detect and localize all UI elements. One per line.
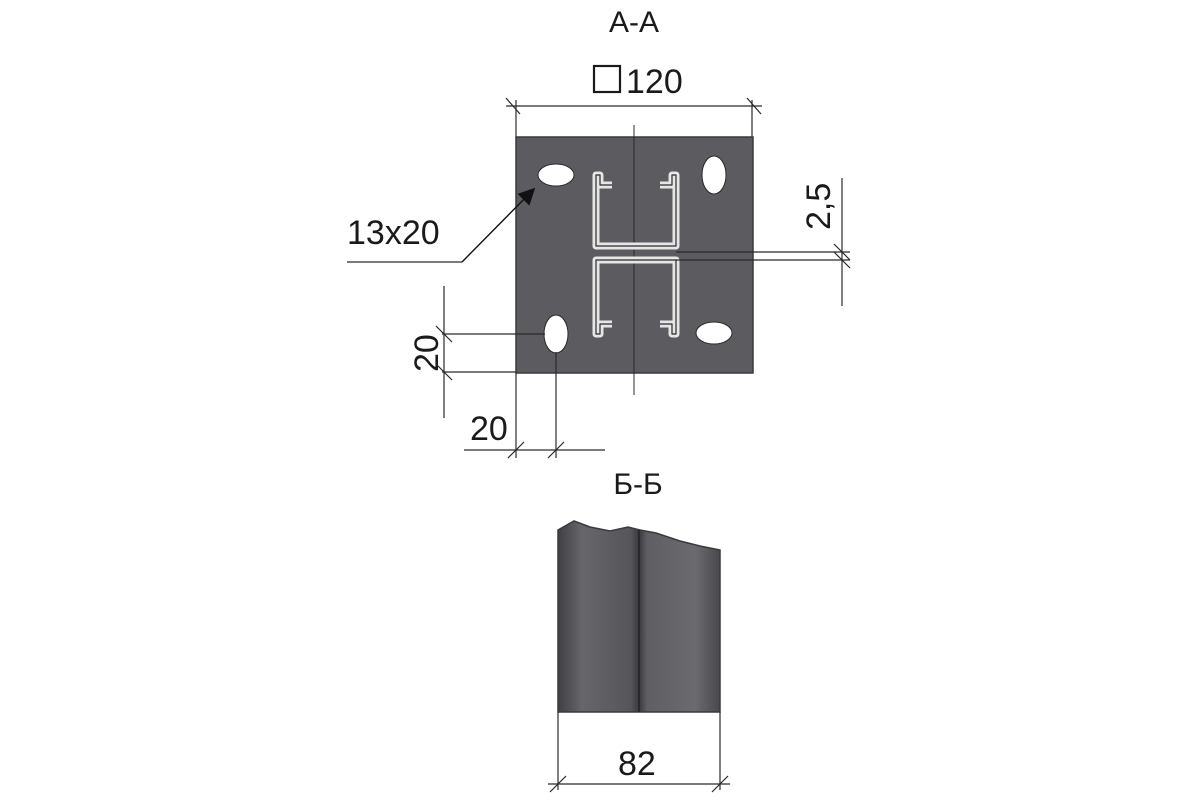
dimension-120: 120	[505, 63, 762, 138]
section-aa: А-А 120 13x20	[347, 6, 851, 459]
width-dimension-label: 120	[626, 63, 683, 101]
slot-vertical-dimension-label: 20	[408, 334, 446, 372]
slot-top-left	[537, 163, 575, 187]
profile-cross-section	[592, 171, 680, 338]
dimension-slot-horizontal: 20	[464, 352, 605, 459]
section-bb: Б-Б 82	[548, 468, 730, 793]
square-symbol-icon	[592, 64, 622, 94]
dimension-slot-vertical: 20	[408, 286, 545, 418]
section-aa-title: А-А	[609, 6, 659, 39]
slot-bottom-left	[543, 314, 569, 354]
section-bb-title: Б-Б	[613, 468, 662, 501]
dimension-thickness: 2,5	[676, 178, 851, 306]
dimension-82: 82	[548, 712, 730, 793]
post-width-dimension-label: 82	[618, 745, 656, 783]
slot-horizontal-dimension-label: 20	[470, 410, 508, 448]
slot-bottom-right	[695, 321, 733, 345]
thickness-dimension-label: 2,5	[800, 183, 838, 230]
slot-dimension-label: 13x20	[347, 214, 440, 252]
slot-top-right	[701, 155, 727, 195]
dimension-slot: 13x20	[347, 187, 536, 263]
